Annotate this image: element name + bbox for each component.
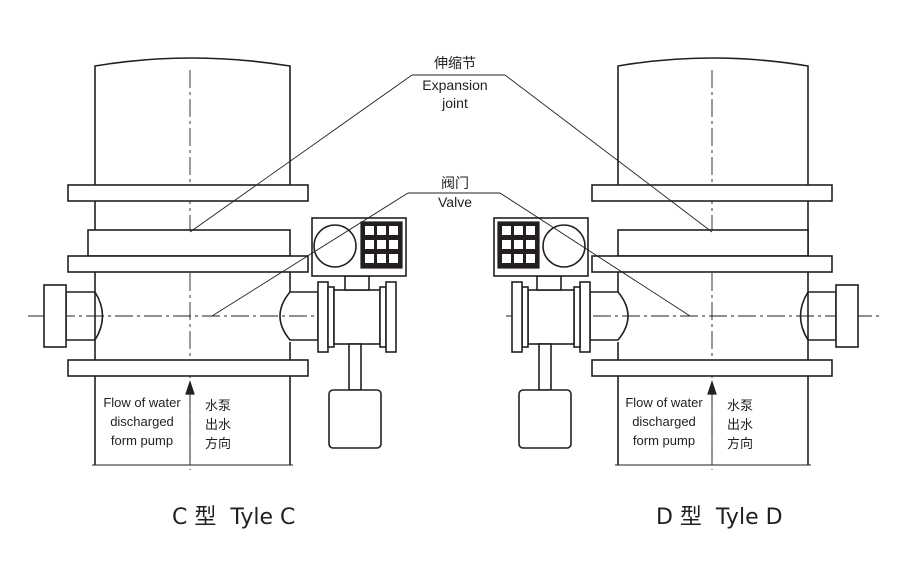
left-valve-flange-d — [385, 281, 397, 353]
right-valve-flange-b — [573, 286, 581, 348]
left-outlet-nozzle — [279, 291, 319, 341]
expansion-joint-leader-right — [504, 74, 713, 233]
expansion-joint-label-zh: 伸缩节 — [434, 56, 476, 72]
valve-label-en: Valve — [438, 194, 472, 210]
right-valve-body — [527, 289, 575, 345]
type-c-title: C 型 Tyle C — [172, 505, 295, 530]
left-valve-flange-b — [327, 286, 335, 348]
expansion-joint-label-en: Expansion joint — [415, 76, 495, 112]
type-d-title-text: D 型 Tyle D — [656, 505, 783, 530]
left-flow-label-en-line3: form pump — [110, 433, 174, 448]
left-flow-label-en: Flow of water discharged form pump — [96, 393, 188, 450]
left-flow-label-zh-line2: 出水 — [204, 418, 231, 433]
flow-direction-arrows — [185, 380, 717, 460]
expansion-joint-label: 伸缩节 — [415, 55, 495, 73]
right-flow-arrow-head — [707, 380, 717, 395]
valve-leader-left — [211, 192, 409, 317]
expansion-joint-label-en-line2: joint — [442, 95, 468, 111]
left-flange-top — [67, 184, 309, 202]
left-actuator-handwheel — [313, 224, 357, 268]
right-side-nozzle-flange — [835, 284, 859, 348]
expansion-joint-leader-left — [189, 74, 413, 233]
right-flow-label-en-line2: discharged — [632, 414, 696, 429]
right-flow-label-zh-line1: 水泵 — [726, 399, 753, 414]
leader-lines — [189, 74, 713, 317]
right-flow-label-en: Flow of water discharged form pump — [618, 393, 710, 450]
right-side-nozzle — [799, 291, 837, 341]
left-flange-bottom — [67, 359, 309, 377]
right-flow-label-zh-line2: 出水 — [726, 418, 753, 433]
right-flow-label-en-line3: form pump — [632, 433, 696, 448]
left-flow-label-zh: 水泵 出水 方向 — [198, 397, 238, 454]
right-actuator-neck — [536, 275, 562, 291]
right-valve-flange-a — [579, 281, 591, 353]
left-side-nozzle-flange — [43, 284, 67, 348]
right-pipe-outline — [617, 57, 809, 465]
right-valve-flange-c — [521, 286, 529, 348]
left-flow-label-zh-line3: 方向 — [204, 437, 231, 452]
right-lever-stem — [538, 343, 552, 391]
right-valve-flange-d — [511, 281, 523, 353]
type-d-title: D 型 Tyle D — [656, 505, 783, 530]
left-actuator-panel-grid — [365, 226, 398, 263]
valve-label-zh: 阀门 — [441, 176, 469, 192]
left-side-nozzle — [65, 291, 104, 341]
left-flow-arrow-head — [185, 380, 195, 395]
expansion-joint-label-en-line1: Expansion — [422, 77, 488, 93]
left-flange-middle — [67, 255, 309, 273]
right-actuator-handwheel — [542, 224, 586, 268]
right-counterweight — [518, 389, 572, 449]
right-flow-label-en-line1: Flow of water — [625, 395, 703, 410]
right-flange-middle — [591, 255, 833, 273]
right-flow-label-zh-line3: 方向 — [726, 437, 753, 452]
left-counterweight — [328, 389, 382, 449]
valve-leader-right — [499, 192, 691, 317]
right-flange-bottom — [591, 359, 833, 377]
type-c-title-text: C 型 Tyle C — [172, 505, 296, 530]
left-actuator-neck — [344, 275, 370, 291]
left-flow-label-zh-line1: 水泵 — [204, 399, 231, 414]
type-c-assembly — [28, 57, 407, 470]
type-d-assembly — [493, 57, 880, 470]
left-flow-label-en-line2: discharged — [110, 414, 174, 429]
left-flow-label-en-line1: Flow of water — [103, 395, 181, 410]
left-lever-stem — [348, 343, 362, 391]
right-actuator-panel-grid — [502, 226, 535, 263]
right-flange-top — [591, 184, 833, 202]
right-flow-label-zh: 水泵 出水 方向 — [720, 397, 760, 454]
left-valve-flange-a — [317, 281, 329, 353]
left-valve-flange-c — [379, 286, 387, 348]
right-outlet-nozzle — [589, 291, 629, 341]
valve-label: 阀门 Valve — [420, 175, 490, 211]
right-expansion-joint-body — [617, 229, 809, 257]
left-pipe-outline — [94, 57, 291, 465]
left-valve-body — [333, 289, 381, 345]
left-expansion-joint-body — [87, 229, 291, 257]
